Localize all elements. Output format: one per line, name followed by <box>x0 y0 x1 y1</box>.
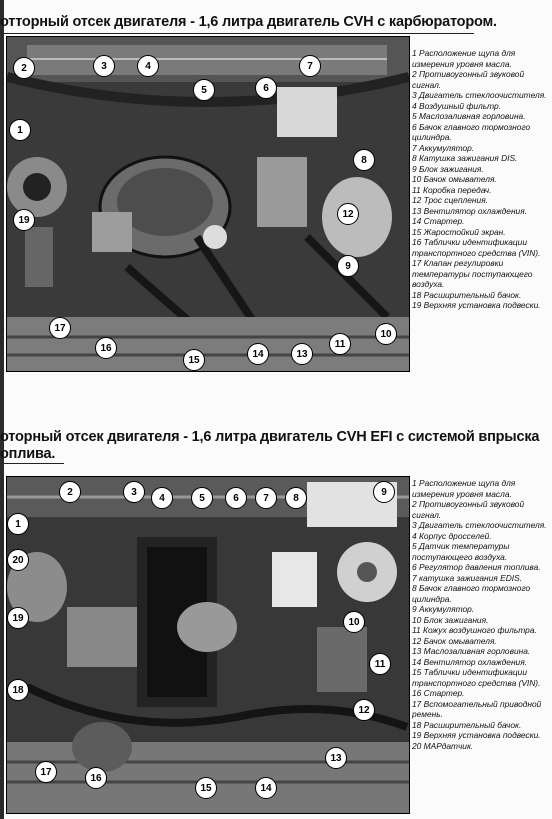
callout-14: 14 <box>255 777 277 799</box>
legend-item: 3 Двигатель стеклоочистителя. <box>412 90 547 100</box>
callout-3: 3 <box>93 55 115 77</box>
legend-item: 18 Расширительный бачок. <box>412 719 522 730</box>
legend-item: 6 Регулятор давления топлива. <box>412 562 541 572</box>
legend-item: 19 Верхняя установка подвески. <box>412 300 541 310</box>
callout-20: 20 <box>7 549 29 571</box>
legend-item: 18 Расширительный бачок. <box>412 289 522 300</box>
callout-6: 6 <box>255 77 277 99</box>
callout-19: 19 <box>13 209 35 231</box>
legend-item: 13 Маслозаливная горловина. <box>412 646 531 656</box>
legend-item: 10 Бачок омывателя. <box>412 174 497 184</box>
legend-item: 16 Таблички идентификации транспортного … <box>412 237 541 258</box>
page-scan-edge <box>0 0 4 819</box>
callout-8: 8 <box>353 149 375 171</box>
section1-legend: 1 Расположение щупа для измерения уровня… <box>412 48 550 311</box>
callout-16: 16 <box>85 767 107 789</box>
callout-11: 11 <box>369 653 391 675</box>
callout-7: 7 <box>255 487 277 509</box>
legend-item: 2 Противоугонный звуковой сигнал. <box>412 69 525 90</box>
legend-item: 8 Катушка зажигания DIS. <box>412 153 518 163</box>
callout-14: 14 <box>247 343 269 365</box>
legend-item: 9 Аккумулятор. <box>412 604 475 614</box>
callout-11: 11 <box>329 333 351 355</box>
legend-item: 17 Клапан регулировки температуры поступ… <box>412 258 533 289</box>
callout-17: 17 <box>35 761 57 783</box>
callout-13: 13 <box>291 343 313 365</box>
callout-3: 3 <box>123 481 145 503</box>
callout-13: 13 <box>325 747 347 769</box>
legend-item: 4 Корпус дросселей. <box>412 530 492 541</box>
callout-10: 10 <box>343 611 365 633</box>
callout-7: 7 <box>299 55 321 77</box>
legend-item: 3 Двигатель стеклоочистителя. <box>412 520 547 530</box>
legend-item: 7 катушка зажигания EDIS. <box>412 572 522 583</box>
callout-16: 16 <box>95 337 117 359</box>
callout-4: 4 <box>151 487 173 509</box>
legend-item: 10 Блок зажигания. <box>412 614 489 625</box>
legend-item: 2 Противоугонный звуковой сигнал. <box>412 499 525 520</box>
engine-photo-efi: 1 2 3 4 5 6 7 8 9 10 11 12 13 14 15 16 1… <box>6 476 410 814</box>
callout-2: 2 <box>59 481 81 503</box>
legend-item: 14 Вентилятор охлаждения. <box>412 656 528 667</box>
legend-item: 7 Аккумулятор. <box>412 142 475 153</box>
section2-title-line1: оторный отсек двигателя - 1,6 литра двиг… <box>0 429 540 445</box>
legend-item: 1 Расположение щупа для измерения уровня… <box>412 478 516 499</box>
section1-title-underline <box>4 33 474 34</box>
callout-15: 15 <box>183 349 205 371</box>
legend-item: 11 Кожух воздушного фильтра. <box>412 625 537 635</box>
engine-photo-efi-drawing <box>7 477 409 813</box>
callout-19: 19 <box>7 607 29 629</box>
callout-1: 1 <box>9 119 31 141</box>
engine-photo-carburetor: 1 2 3 4 5 6 7 8 9 10 11 12 13 14 15 16 1… <box>6 36 410 372</box>
legend-item: 11 Коробка передач. <box>412 184 492 195</box>
legend-item: 8 Бачок главного тормозного цилиндра. <box>412 583 531 604</box>
legend-item: 1 Расположение щупа для измерения уровня… <box>412 48 516 69</box>
callout-12: 12 <box>353 699 375 721</box>
section2-title-underline <box>4 463 64 464</box>
callout-5: 5 <box>191 487 213 509</box>
legend-item: 12 Трос сцепления. <box>412 195 489 205</box>
legend-item: 17 Вспомогательный приводной ремень. <box>412 698 542 720</box>
legend-item: 15 Таблички идентификации транспортного … <box>412 667 541 688</box>
legend-item: 20 МАРдатчик. <box>412 740 474 751</box>
callout-15: 15 <box>195 777 217 799</box>
callout-10: 10 <box>375 323 397 345</box>
callout-9: 9 <box>373 481 395 503</box>
section2-title-line2: оплива. <box>0 446 56 462</box>
callout-12: 12 <box>337 203 359 225</box>
callout-17: 17 <box>49 317 71 339</box>
callout-9: 9 <box>337 255 359 277</box>
legend-item: 9 Блок зажигания. <box>412 163 484 174</box>
legend-item: 4 Воздушный фильтр. <box>412 100 502 111</box>
callout-8: 8 <box>285 487 307 509</box>
section1-title: отторный отсек двигателя - 1,6 литра дви… <box>0 14 497 30</box>
section2-legend: 1 Расположение щупа для измерения уровня… <box>412 478 550 751</box>
legend-item: 14 Стартер. <box>412 216 465 226</box>
callout-18: 18 <box>7 679 29 701</box>
callout-4: 4 <box>137 55 159 77</box>
legend-item: 15 Жаростойкий экран. <box>412 226 506 237</box>
legend-item: 16 Стартер. <box>412 688 465 698</box>
legend-item: 6 Бачок главного тормозного цилиндра. <box>412 121 531 143</box>
callout-6: 6 <box>225 487 247 509</box>
legend-item: 12 Бачок омывателя. <box>412 635 497 646</box>
legend-item: 13 Вентилятор охлаждения. <box>412 205 528 216</box>
legend-item: 5 Датчик температуры поступающего воздух… <box>412 541 510 562</box>
callout-5: 5 <box>193 79 215 101</box>
legend-item: 5 Маслозаливная горловина. <box>412 111 526 121</box>
callout-2: 2 <box>13 57 35 79</box>
callout-1: 1 <box>7 513 29 535</box>
legend-item: 19 Верхняя установка подвески. <box>412 730 541 740</box>
